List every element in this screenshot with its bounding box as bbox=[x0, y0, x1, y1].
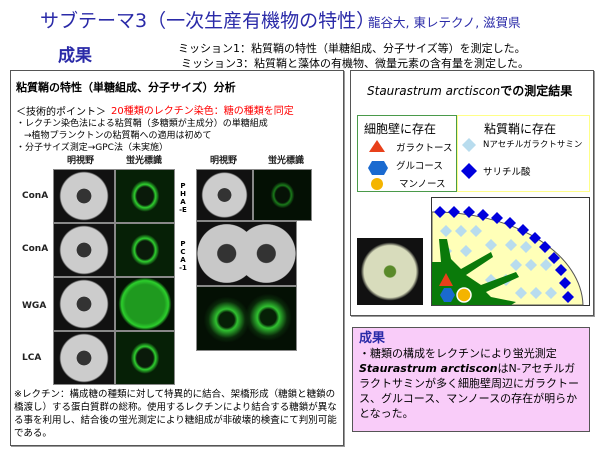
col-header: 明視野 bbox=[67, 156, 95, 166]
legend-galactose: ガラクトース bbox=[396, 143, 453, 154]
right-title: Staurastrum arctisconでの測定結果 bbox=[367, 82, 572, 99]
cell-wall-legend: 細胞壁に存在 ガラクトース グルコース マンノース bbox=[357, 115, 457, 192]
sheath-diagram bbox=[431, 197, 590, 306]
diamond-icon bbox=[462, 138, 476, 152]
right-panel bbox=[350, 70, 594, 316]
micrograph-fluorescence bbox=[115, 223, 175, 277]
species-photo bbox=[357, 238, 423, 305]
col-header: 蛍光標識 bbox=[126, 156, 163, 166]
result-species: Staurastrum arctiscon bbox=[359, 362, 498, 375]
micrograph-fluorescence-dividing bbox=[196, 286, 297, 351]
micrograph-brightfield-dividing bbox=[196, 221, 297, 286]
micrograph-brightfield bbox=[53, 169, 115, 223]
row-label: WGA bbox=[22, 301, 47, 311]
micrograph-fluorescence bbox=[115, 169, 175, 223]
row-label: ConA bbox=[22, 191, 49, 201]
legend-icons bbox=[461, 138, 477, 179]
mission-3: ミッション3：粘質鞘と藻体の有機物、微量元素の含有量を測定した。 bbox=[181, 57, 529, 70]
salicylic-markers bbox=[434, 206, 574, 303]
point-highlight: 20種類のレクチン染色：糖の種類を同定 bbox=[111, 106, 294, 117]
right-title-suffix: での測定結果 bbox=[500, 84, 573, 98]
result-body: Staurastrum arctisconはN-アセチルガラクトサミンが多く細胞… bbox=[359, 361, 583, 421]
hexagon-icon bbox=[368, 161, 388, 175]
micrograph-brightfield bbox=[53, 331, 115, 385]
result-line-1: ・糖類の構成をレクチンにより蛍光測定 bbox=[359, 347, 557, 360]
left-panel bbox=[10, 70, 344, 446]
bullet-2: →植物プランクトンの粘質鞘への適用は初めて bbox=[24, 131, 212, 141]
side-label: PHA-E bbox=[179, 182, 187, 214]
micrograph-brightfield bbox=[196, 169, 253, 221]
species-name: Staurastrum arctiscon bbox=[367, 84, 501, 98]
micrograph-fluorescence bbox=[115, 277, 175, 331]
col-header: 明視野 bbox=[210, 156, 238, 166]
legend-glucose: グルコース bbox=[396, 161, 443, 172]
mannose-marker bbox=[456, 287, 472, 303]
point-label: ＜技術的ポイント＞ bbox=[16, 107, 106, 118]
section-title: 成果 bbox=[58, 46, 92, 66]
micrograph-fluorescence bbox=[253, 169, 312, 221]
row-label: ConA bbox=[22, 244, 49, 254]
affiliations: 龍谷大, 東レテクノ, 滋賀県 bbox=[368, 15, 521, 30]
circle-icon bbox=[371, 178, 383, 190]
col-header: 蛍光標識 bbox=[268, 156, 305, 166]
cell-wall-title: 細胞壁に存在 bbox=[364, 122, 437, 136]
legend-icons bbox=[368, 140, 388, 190]
legend-salicylic-acid: サリチル酸 bbox=[483, 167, 531, 178]
legend-nacetylgalactosamine: Nアセチルガラクトサミン bbox=[483, 140, 583, 150]
glucose-marker bbox=[440, 288, 455, 302]
galactose-marker bbox=[439, 273, 453, 286]
sheath-legend: 粘質鞘に存在 Nアセチルガラクトサミン サリチル酸 bbox=[457, 115, 590, 192]
side-label: PCA-1 bbox=[179, 240, 187, 272]
cell-body bbox=[432, 239, 519, 305]
micrograph-fluorescence bbox=[115, 331, 175, 385]
left-heading: 粘質鞘の特性（単糖組成、分子サイズ）分析 bbox=[16, 81, 236, 94]
diamond-icon bbox=[461, 163, 477, 179]
slide-title: サブテーマ3（一次生産有機物の特性） bbox=[40, 10, 376, 32]
bullet-1: ・レクチン染色法による粘質鞘（多糖類が主成分）の単糖組成 bbox=[16, 119, 268, 129]
triangle-icon bbox=[369, 140, 385, 152]
micrograph-brightfield bbox=[53, 277, 115, 331]
result-box: 成果 ・糖類の構成をレクチンにより蛍光測定 Staurastrum arctis… bbox=[352, 327, 590, 432]
micrograph-brightfield bbox=[53, 223, 115, 277]
result-text: はN-アセチルガラクトサミンが多く細胞壁周辺にガラクトース、グルコース、マンノー… bbox=[359, 362, 579, 420]
legend-mannose: マンノース bbox=[399, 179, 446, 190]
mission-1: ミッション1：粘質鞘の特性（単糖組成、分子サイズ等）を測定した。 bbox=[178, 42, 526, 55]
lectin-note: ※レクチン：構成糖の種類に対して特異的に結合、架橋形成（糖鎖と糖鎖の橋渡し）する… bbox=[14, 389, 337, 439]
sheath-title: 粘質鞘に存在 bbox=[484, 122, 557, 136]
bullet-3: ・分子サイズ測定→GPC法（未実施） bbox=[16, 143, 168, 153]
result-title: 成果 bbox=[359, 331, 386, 346]
row-label: LCA bbox=[22, 353, 42, 363]
